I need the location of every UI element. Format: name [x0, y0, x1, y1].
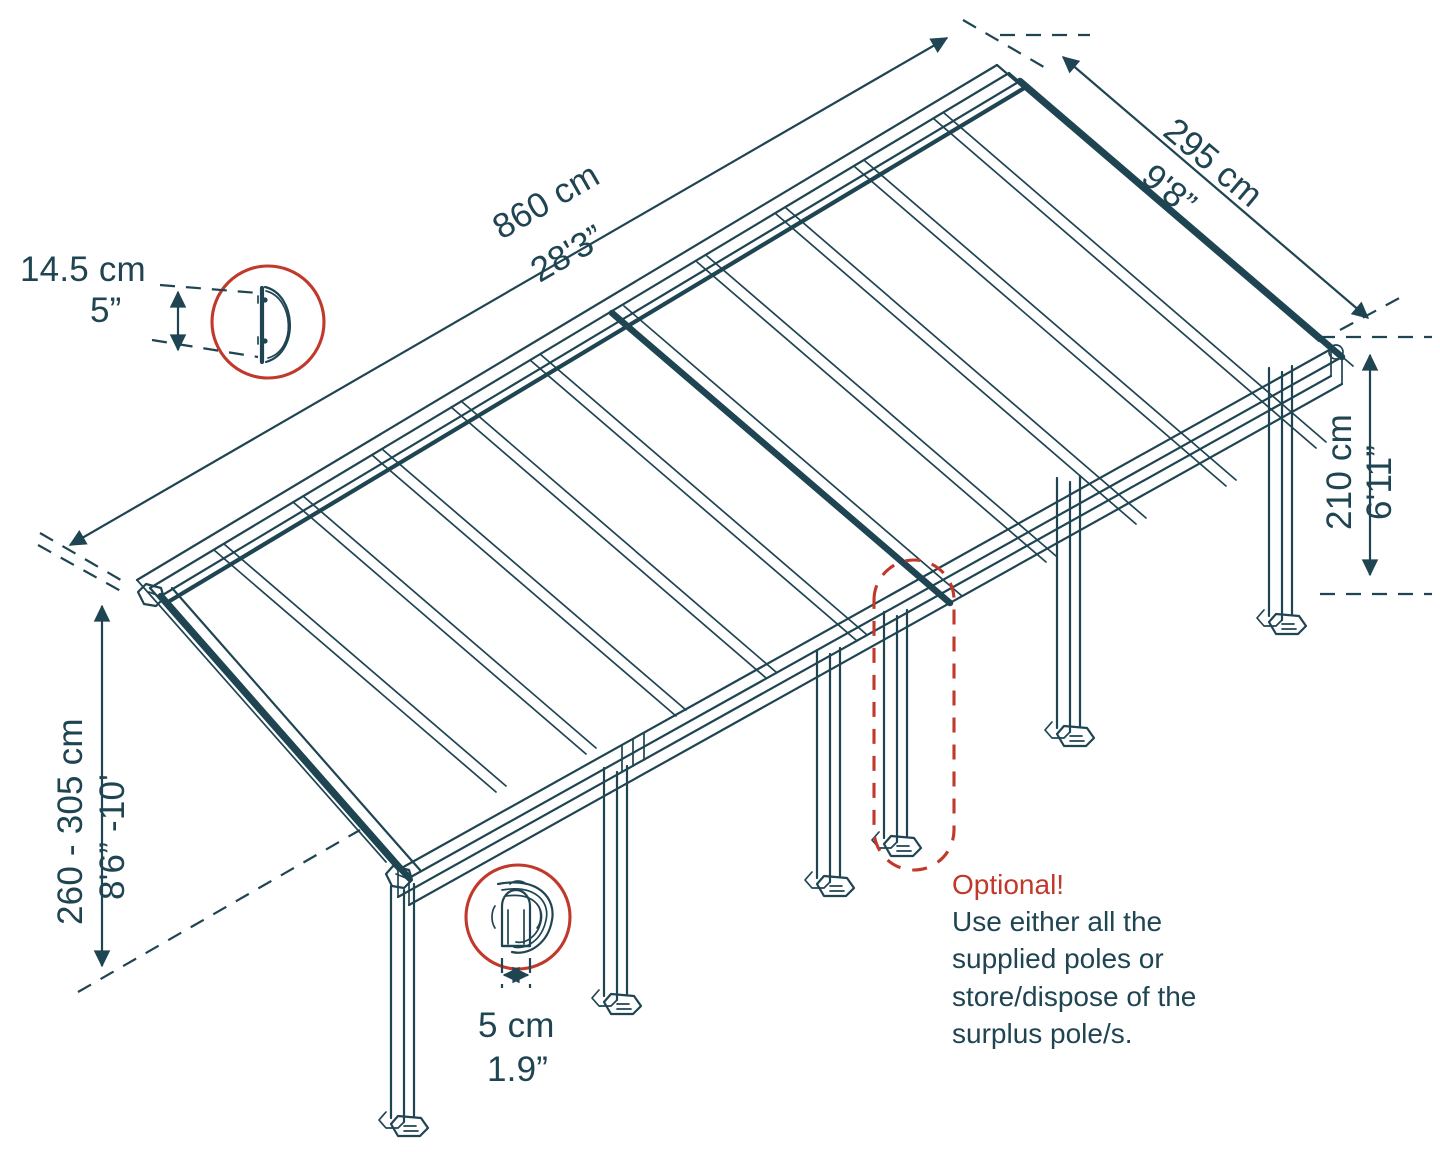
gutter-profile-callout [151, 264, 326, 380]
front-left-corner-bracket [384, 864, 414, 890]
dimension-label-profile-imperial: 5” [90, 291, 122, 330]
optional-note-line-4: surplus pole/s. [952, 1017, 1133, 1049]
dimension-label-post-imperial: 1.9” [487, 1050, 549, 1089]
post-4-optional [871, 608, 923, 858]
dimension-line-wall-height [37, 544, 361, 993]
dimension-label-wall-height-metric: 260 - 305 cm [51, 718, 90, 925]
optional-note-line-2: supplied poles or [952, 943, 1164, 975]
dimension-label-front-height-metric: 210 cm [1320, 414, 1359, 530]
post-front-left [378, 882, 430, 1138]
dimension-line-front-height [1320, 335, 1432, 596]
post-5 [1044, 474, 1096, 748]
left-side-rafter [136, 579, 422, 882]
post-front-right [1256, 364, 1308, 636]
optional-note: Optional! Use either all the supplied po… [952, 866, 1252, 1052]
dimension-label-profile-metric: 14.5 cm [20, 250, 146, 289]
optional-note-line-1: Use either all the [952, 906, 1163, 938]
post-3 [804, 646, 856, 898]
dimension-label-wall-height-imperial: 8'6” -10' [93, 773, 132, 900]
dimension-label-post-metric: 5 cm [478, 1006, 555, 1045]
rear-left-corner-bracket [136, 582, 166, 608]
dimension-line-length [39, 19, 1050, 584]
optional-pole-highlight [872, 558, 956, 872]
optional-note-heading: Optional! [952, 869, 1065, 900]
dimension-line-depth [1000, 33, 1406, 331]
front-beam [396, 347, 1344, 907]
post-2 [591, 764, 643, 1016]
dimension-label-front-height-imperial: 6'11” [1360, 444, 1399, 520]
front-right-corner-bracket [1328, 344, 1344, 360]
post-section-callout [464, 863, 572, 988]
optional-note-line-3: store/dispose of the [952, 980, 1197, 1012]
